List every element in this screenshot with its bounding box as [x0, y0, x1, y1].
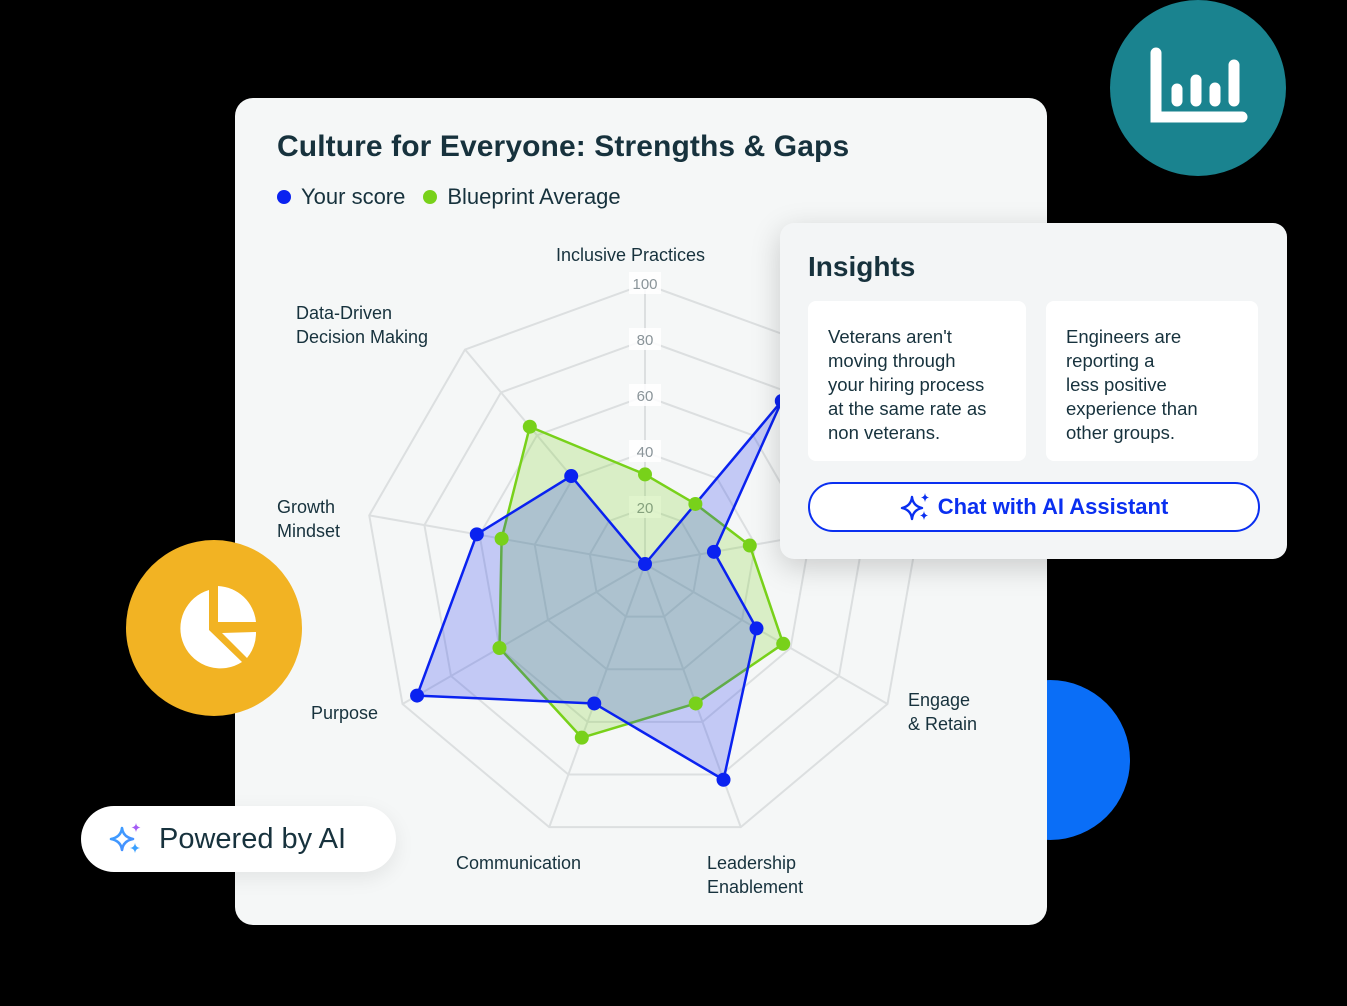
axis-label: Purpose [311, 703, 379, 723]
axis-label: Communication [456, 853, 582, 873]
series-area-your-score [415, 399, 784, 782]
report-badge [126, 540, 302, 716]
data-point[interactable] [564, 469, 579, 484]
legend-item-blueprint-average: Blueprint Average [423, 184, 621, 210]
sparkles-icon [109, 823, 141, 853]
chart-legend: Your score Blueprint Average [277, 184, 621, 210]
grid-ring [588, 506, 702, 618]
legend-label: Your score [301, 184, 406, 209]
data-point[interactable] [469, 527, 484, 542]
legend-dot-blue [277, 190, 291, 204]
tick-label: 80 [637, 332, 654, 349]
grid-ring [533, 450, 757, 671]
axis-label: Inclusive Practices [556, 245, 706, 265]
axis-label: Engage & Retain [908, 690, 978, 734]
tick-label-bg [629, 440, 661, 462]
tick-label: 60 [637, 388, 654, 405]
grid-spoke [402, 563, 646, 705]
bar-chart-icon [1150, 47, 1248, 123]
insight-card: Veterans aren't moving through your hiri… [808, 301, 1026, 461]
tick-label: 40 [637, 444, 654, 461]
data-point[interactable] [706, 544, 721, 559]
axis-label: Growth Mindset [277, 497, 341, 541]
insights-title: Insights [808, 251, 916, 282]
data-point[interactable] [494, 531, 509, 546]
data-point[interactable] [492, 641, 507, 655]
insights-panel: Insights Veterans aren't moving through … [780, 223, 1287, 559]
data-point[interactable] [574, 730, 589, 745]
tick-label-bg [629, 496, 661, 518]
data-point[interactable] [638, 557, 652, 571]
insight-text: Veterans aren't moving through your hiri… [828, 326, 987, 443]
legend-item-your-score: Your score [277, 184, 405, 210]
data-point[interactable] [742, 538, 757, 553]
insight-card: Engineers are reporting a less positive … [1046, 301, 1258, 461]
tick-label-bg [629, 272, 661, 294]
data-point[interactable] [638, 467, 652, 482]
data-point[interactable] [688, 496, 703, 511]
tick-label-bg [629, 328, 661, 350]
data-point[interactable] [522, 419, 537, 434]
sparkles-icon [900, 493, 929, 521]
pie-chart-icon [180, 586, 257, 669]
legend-label: Blueprint Average [447, 184, 621, 209]
chat-with-ai-button[interactable]: Chat with AI Assistant [808, 482, 1260, 532]
powered-by-ai-badge: Powered by AI [81, 806, 396, 872]
legend-dot-green [423, 190, 438, 204]
data-point[interactable] [688, 696, 703, 711]
axis-label: Leadership Enablement [707, 853, 804, 897]
grid-spoke [644, 563, 888, 705]
data-point[interactable] [776, 636, 791, 651]
powered-by-ai-label: Powered by AI [159, 822, 346, 855]
series-area-blueprint-average [498, 425, 785, 739]
insight-text: Engineers are reporting a less positive … [1066, 326, 1198, 443]
data-point[interactable] [410, 688, 425, 703]
data-point[interactable] [749, 621, 764, 636]
tick-label-bg [629, 384, 661, 406]
data-point[interactable] [587, 696, 602, 711]
data-point[interactable] [716, 772, 731, 787]
axis-label: Data-Driven Decision Making [296, 303, 429, 347]
grid-spoke [548, 563, 646, 828]
tick-label: 20 [637, 500, 654, 517]
chart-title: Culture for Everyone: Strengths & Gaps [277, 130, 850, 163]
analytics-badge [1110, 0, 1286, 176]
tick-label: 100 [632, 276, 657, 293]
chat-button-label: Chat with AI Assistant [937, 494, 1169, 519]
